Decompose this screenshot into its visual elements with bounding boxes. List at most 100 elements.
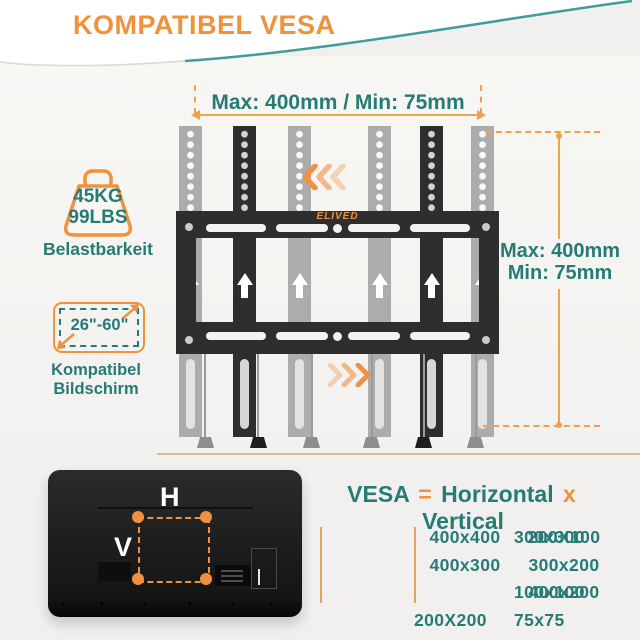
dimension-dot — [556, 422, 562, 428]
vesa-heading: VESA = Horizontal x Vertical — [313, 481, 613, 535]
screw-icon — [185, 336, 193, 344]
tv-sticker-outline — [251, 548, 277, 589]
plate-slot — [206, 332, 266, 340]
rail-holes — [471, 129, 494, 213]
plate-slot — [276, 332, 328, 340]
header-curve-decoration — [0, 0, 633, 67]
screen-dashed-outline — [59, 308, 139, 347]
release-cord — [311, 354, 313, 438]
vesa-hole-dot — [132, 511, 144, 523]
plate-bottom-bar — [176, 322, 499, 354]
screen-caption: Kompatibel Bildschirm — [51, 361, 141, 398]
plate-slot — [410, 224, 470, 232]
top-dimension-arrow-line — [196, 114, 481, 116]
load-lbs: 99LBS — [68, 207, 128, 228]
load-caption: Belastbarkeit — [43, 239, 153, 259]
diagonal-arrow-icon — [121, 304, 139, 320]
screw-icon — [231, 602, 234, 605]
rail-holes — [420, 129, 443, 213]
dashed-extent-right — [480, 85, 482, 114]
dimension-dot — [556, 133, 562, 139]
plate-left-column — [176, 211, 196, 354]
upper-section-background — [0, 56, 640, 454]
release-cord — [257, 354, 259, 438]
vesa-hole-dot — [200, 573, 212, 585]
rail-slot — [427, 359, 436, 429]
screw-icon — [482, 223, 490, 231]
screw-icon — [100, 602, 103, 605]
plate-slot — [410, 332, 470, 340]
section-divider-line — [157, 453, 640, 455]
vesa-hole-dot — [200, 511, 212, 523]
screen-range-value: 26"-60" — [70, 316, 129, 334]
rail-foot — [467, 437, 484, 448]
horizontal-word: Horizontal — [441, 481, 554, 507]
rail-holes — [288, 129, 311, 213]
rail-foot — [363, 437, 380, 448]
right-dimension-line — [558, 289, 560, 424]
rail-foot — [250, 437, 267, 448]
vertical-label: V — [114, 532, 133, 562]
vesa-size: 75x75 — [514, 609, 565, 630]
mount-rail — [233, 126, 256, 437]
up-arrow-icon — [291, 273, 308, 298]
vesa-hole-dot — [132, 573, 144, 585]
vesa-size-table: 400x400 300x300 200X100 400x300 300x200 … — [320, 524, 612, 634]
rail-foot — [197, 437, 214, 448]
horizontal-label: H — [160, 482, 180, 512]
mount-rail — [288, 126, 311, 437]
rail-foot — [415, 437, 432, 448]
plate-right-column — [479, 211, 499, 354]
dashed-extent-top — [486, 131, 600, 133]
dashed-extent-bottom — [483, 425, 600, 427]
weight-icon — [63, 169, 133, 237]
screw-icon — [270, 602, 273, 605]
rail-slot — [240, 359, 249, 429]
plate-slot — [348, 224, 400, 232]
top-dimension-label: Max: 400mm / Min: 75mm — [211, 91, 465, 114]
release-cord — [204, 354, 206, 438]
plate-top-bar: ELIVED — [176, 211, 499, 238]
table-divider — [320, 527, 322, 604]
tv-port-block — [98, 562, 131, 581]
vesa-word: VESA — [347, 481, 409, 507]
arrow-left-icon — [191, 110, 200, 120]
tv-panel-seam — [98, 507, 253, 509]
rail-holes — [233, 129, 256, 213]
right-dimension-min: Min: 75mm — [507, 262, 613, 284]
tv-label-block — [215, 565, 252, 586]
right-dimension-line — [558, 137, 560, 239]
chevrons-left-icon — [302, 164, 346, 190]
plate-slot — [206, 224, 266, 232]
plate-slot — [276, 224, 328, 232]
screw-icon — [188, 602, 191, 605]
right-dimension-label: Max: 400mm Min: 75mm — [494, 240, 626, 284]
up-arrow-icon — [236, 273, 253, 298]
rail-slot — [295, 359, 304, 429]
mount-rail — [368, 126, 391, 437]
vertical-word: Vertical — [422, 508, 504, 534]
brand-logo: ELIVED — [316, 211, 359, 222]
screw-icon — [482, 336, 490, 344]
release-cord — [423, 354, 425, 438]
mount-rail — [420, 126, 443, 437]
vesa-hole-pattern — [138, 517, 210, 583]
right-dimension-max: Max: 400mm — [499, 240, 621, 262]
up-arrow-icon — [371, 273, 388, 298]
chevrons-right-icon — [327, 363, 371, 387]
rail-holes — [179, 129, 202, 213]
plate-slot — [348, 332, 400, 340]
vesa-size: 300x200 — [528, 554, 600, 575]
rail-slot — [478, 359, 487, 429]
release-cord — [475, 354, 477, 438]
screw-icon — [185, 223, 193, 231]
rail-foot — [303, 437, 320, 448]
rail-holes — [368, 129, 391, 213]
screw-icon — [62, 602, 65, 605]
tv-port-tick — [258, 569, 260, 585]
screw-icon — [143, 602, 146, 605]
arrow-right-icon — [477, 110, 486, 120]
rail-slot — [186, 359, 195, 429]
vesa-size: 400x200 — [528, 582, 600, 602]
